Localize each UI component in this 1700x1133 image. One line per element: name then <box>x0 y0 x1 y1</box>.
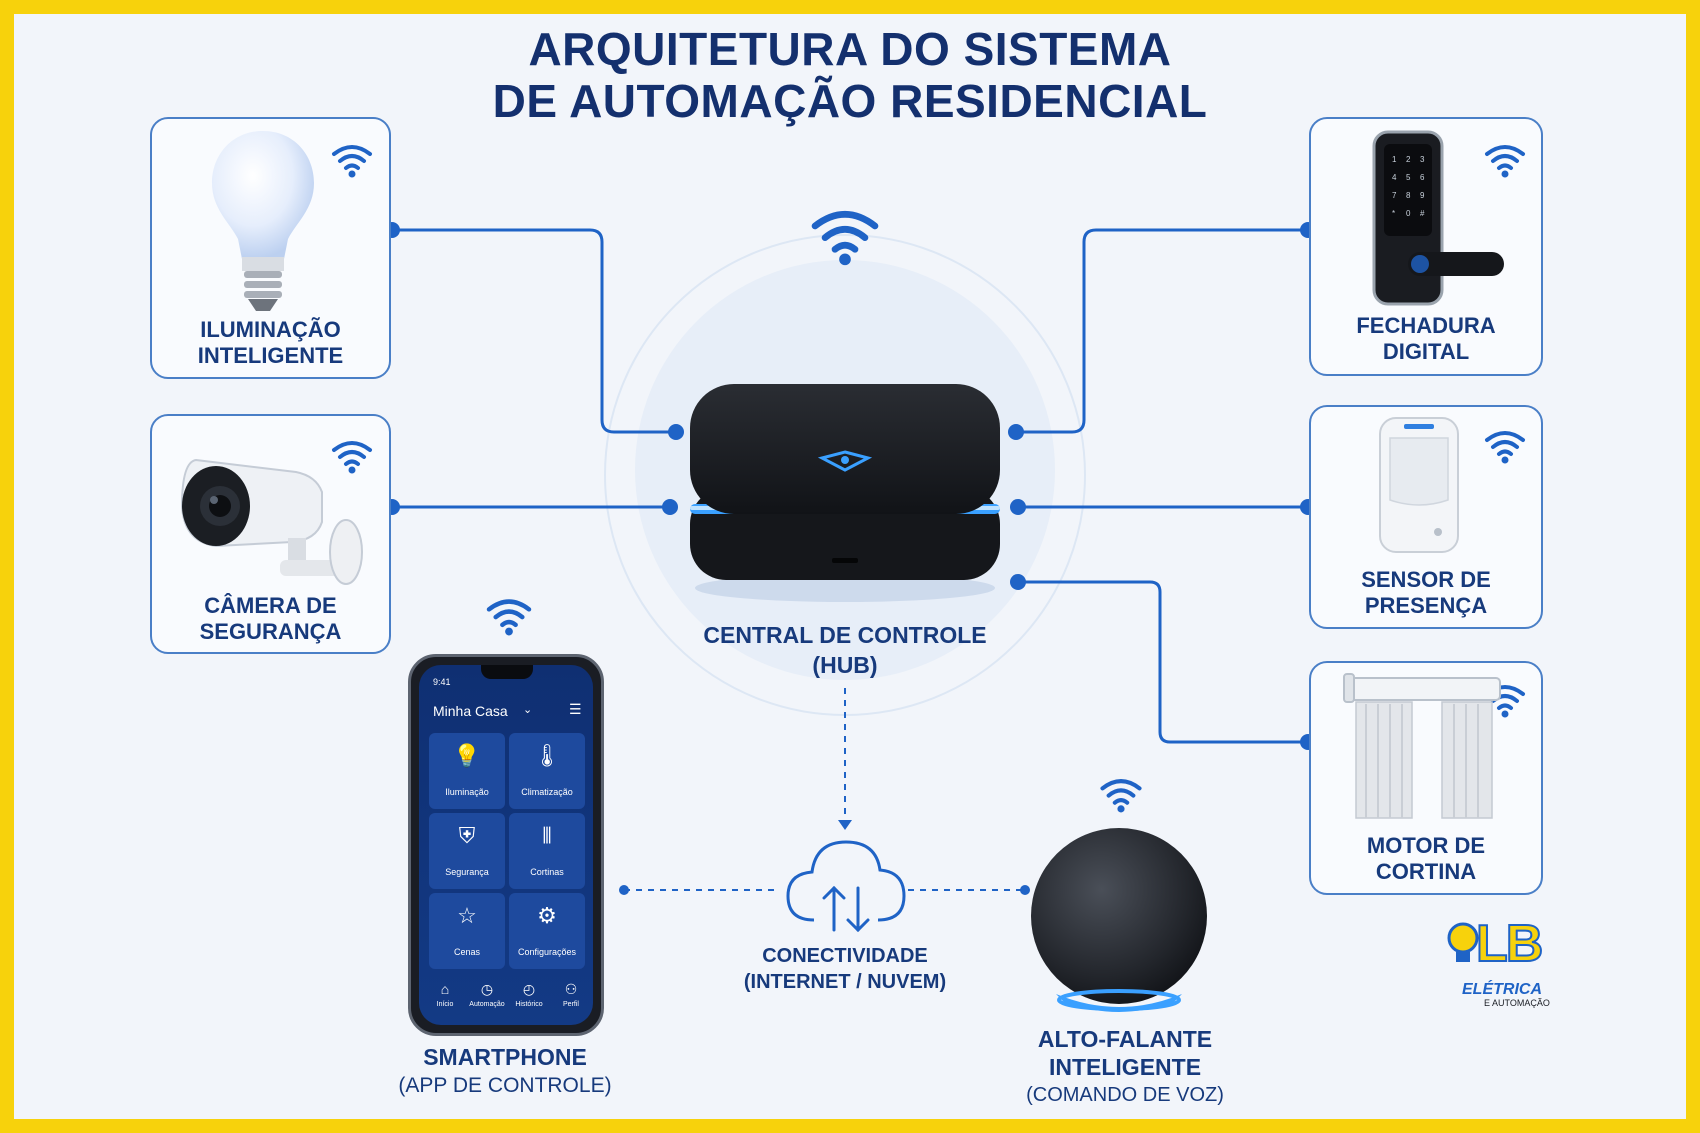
phone-header[interactable]: Minha Casa <box>433 703 508 719</box>
node-hub-left-mid <box>662 499 678 515</box>
logo-text-2: E AUTOMAÇÃO <box>1484 998 1550 1008</box>
curtain-icon <box>1342 672 1502 822</box>
logo-bulb-icon <box>1446 922 1480 968</box>
tile-label: Configurações <box>509 947 585 957</box>
speaker-label-2: INTELIGENTE <box>1000 1054 1250 1081</box>
logo-text-1: ELÉTRICA <box>1462 982 1542 998</box>
tile-lighting[interactable]: 💡 Iluminação <box>429 733 505 809</box>
tile-label: Iluminação <box>429 787 505 797</box>
hub-label-1: CENTRAL DE CONTROLE <box>695 622 995 649</box>
home-icon: ⌂ <box>425 981 465 997</box>
curtain-label-1: MOTOR DE <box>1309 832 1543 859</box>
lighting-label-2: INTELIGENTE <box>150 342 391 369</box>
clock-icon: ◷ <box>467 981 507 998</box>
nav-label: Perfil <box>551 1001 591 1008</box>
speaker-label-1: ALTO-FALANTE <box>1000 1026 1250 1053</box>
wifi-icon <box>484 596 534 636</box>
menu-icon[interactable]: ☰ <box>569 701 582 718</box>
tile-climate[interactable]: 🌡 Climatização <box>509 733 585 809</box>
phone-notch <box>481 665 533 679</box>
speaker-label-3: (COMANDO DE VOZ) <box>1000 1082 1250 1109</box>
chevron-down-icon[interactable]: ⌄ <box>523 703 532 716</box>
svg-text:1: 1 <box>1392 155 1397 164</box>
thermometer-icon: 🌡 <box>509 743 585 769</box>
lock-label-2: DIGITAL <box>1309 338 1543 365</box>
shield-icon: ⛨ <box>429 823 505 849</box>
svg-text:6: 6 <box>1420 173 1425 182</box>
node-hub-right-low <box>1010 574 1026 590</box>
svg-text:9: 9 <box>1420 191 1425 200</box>
svg-text:5: 5 <box>1406 173 1411 182</box>
phone-label-2: (APP DE CONTROLE) <box>380 1072 630 1099</box>
svg-text:4: 4 <box>1392 173 1397 182</box>
nav-label: Automação <box>467 1001 507 1008</box>
tile-scenes[interactable]: ☆ Cenas <box>429 893 505 969</box>
phone-time: 9:41 <box>433 677 451 687</box>
logo-letters: LB <box>1476 916 1541 972</box>
phone-label-1: SMARTPHONE <box>380 1044 630 1071</box>
lock-label-1: FECHADURA <box>1309 312 1543 339</box>
cloud-label-1: CONECTIVIDADE <box>720 944 970 969</box>
cloud-icon <box>784 834 908 934</box>
nav-label: Histórico <box>509 1001 549 1008</box>
svg-text:0: 0 <box>1406 209 1411 218</box>
star-icon: ☆ <box>429 903 505 929</box>
bulb-icon <box>208 127 318 313</box>
svg-text:7: 7 <box>1392 191 1397 200</box>
node-phone <box>619 885 629 895</box>
tile-curtains[interactable]: ⫴ Cortinas <box>509 813 585 889</box>
hub-label-2: (HUB) <box>695 652 995 679</box>
tile-label: Cortinas <box>509 867 585 877</box>
phone-icon: 9:41 Minha Casa ⌄ ☰ 💡 Iluminação 🌡 Clima… <box>408 654 604 1036</box>
curtain-label-2: CORTINA <box>1309 858 1543 885</box>
node-hub-right-top <box>1008 424 1024 440</box>
tile-security[interactable]: ⛨ Segurança <box>429 813 505 889</box>
camera-label-1: CÂMERA DE <box>150 592 391 619</box>
brand-logo: LB ELÉTRICA E AUTOMAÇÃO <box>1446 920 1566 1012</box>
nav-label: Início <box>425 1001 465 1008</box>
node-hub-right-mid <box>1010 499 1026 515</box>
history-icon: ◴ <box>509 981 549 998</box>
lightbulb-icon: 💡 <box>429 743 505 769</box>
nav-history[interactable]: ◴ Histórico <box>509 981 549 1017</box>
svg-text:#: # <box>1420 209 1425 218</box>
user-icon: ⚇ <box>551 981 591 998</box>
nav-profile[interactable]: ⚇ Perfil <box>551 981 591 1017</box>
phone-screen: 9:41 Minha Casa ⌄ ☰ 💡 Iluminação 🌡 Clima… <box>419 665 593 1025</box>
wifi-icon <box>1098 776 1144 813</box>
svg-text:8: 8 <box>1406 191 1411 200</box>
tile-label: Climatização <box>509 787 585 797</box>
nav-home[interactable]: ⌂ Início <box>425 981 465 1017</box>
speaker-icon <box>1024 824 1214 1016</box>
tile-settings[interactable]: ⚙ Configurações <box>509 893 585 969</box>
hub-icon <box>682 378 1008 608</box>
wifi-icon <box>1483 428 1527 464</box>
svg-text:*: * <box>1392 209 1395 218</box>
line-lock <box>1016 230 1308 432</box>
gear-icon: ⚙ <box>509 903 585 929</box>
sensor-label-1: SENSOR DE <box>1309 566 1543 593</box>
arrow-hub-cloud <box>838 820 852 830</box>
camera-label-2: SEGURANÇA <box>150 618 391 645</box>
wifi-icon <box>330 142 374 178</box>
line-curtain <box>1018 582 1308 742</box>
svg-text:3: 3 <box>1420 155 1425 164</box>
camera-icon <box>176 452 372 586</box>
tile-label: Cenas <box>429 947 505 957</box>
tile-label: Segurança <box>429 867 505 877</box>
lighting-label-1: ILUMINAÇÃO <box>150 316 391 343</box>
cloud-label-2: (INTERNET / NUVEM) <box>720 970 970 995</box>
svg-text:2: 2 <box>1406 155 1411 164</box>
wifi-icon <box>806 206 884 266</box>
curtain-icon: ⫴ <box>509 823 585 849</box>
sensor-icon <box>1374 414 1464 556</box>
nav-automation[interactable]: ◷ Automação <box>467 981 507 1017</box>
sensor-label-2: PRESENÇA <box>1309 592 1543 619</box>
line-lighting <box>392 230 676 432</box>
